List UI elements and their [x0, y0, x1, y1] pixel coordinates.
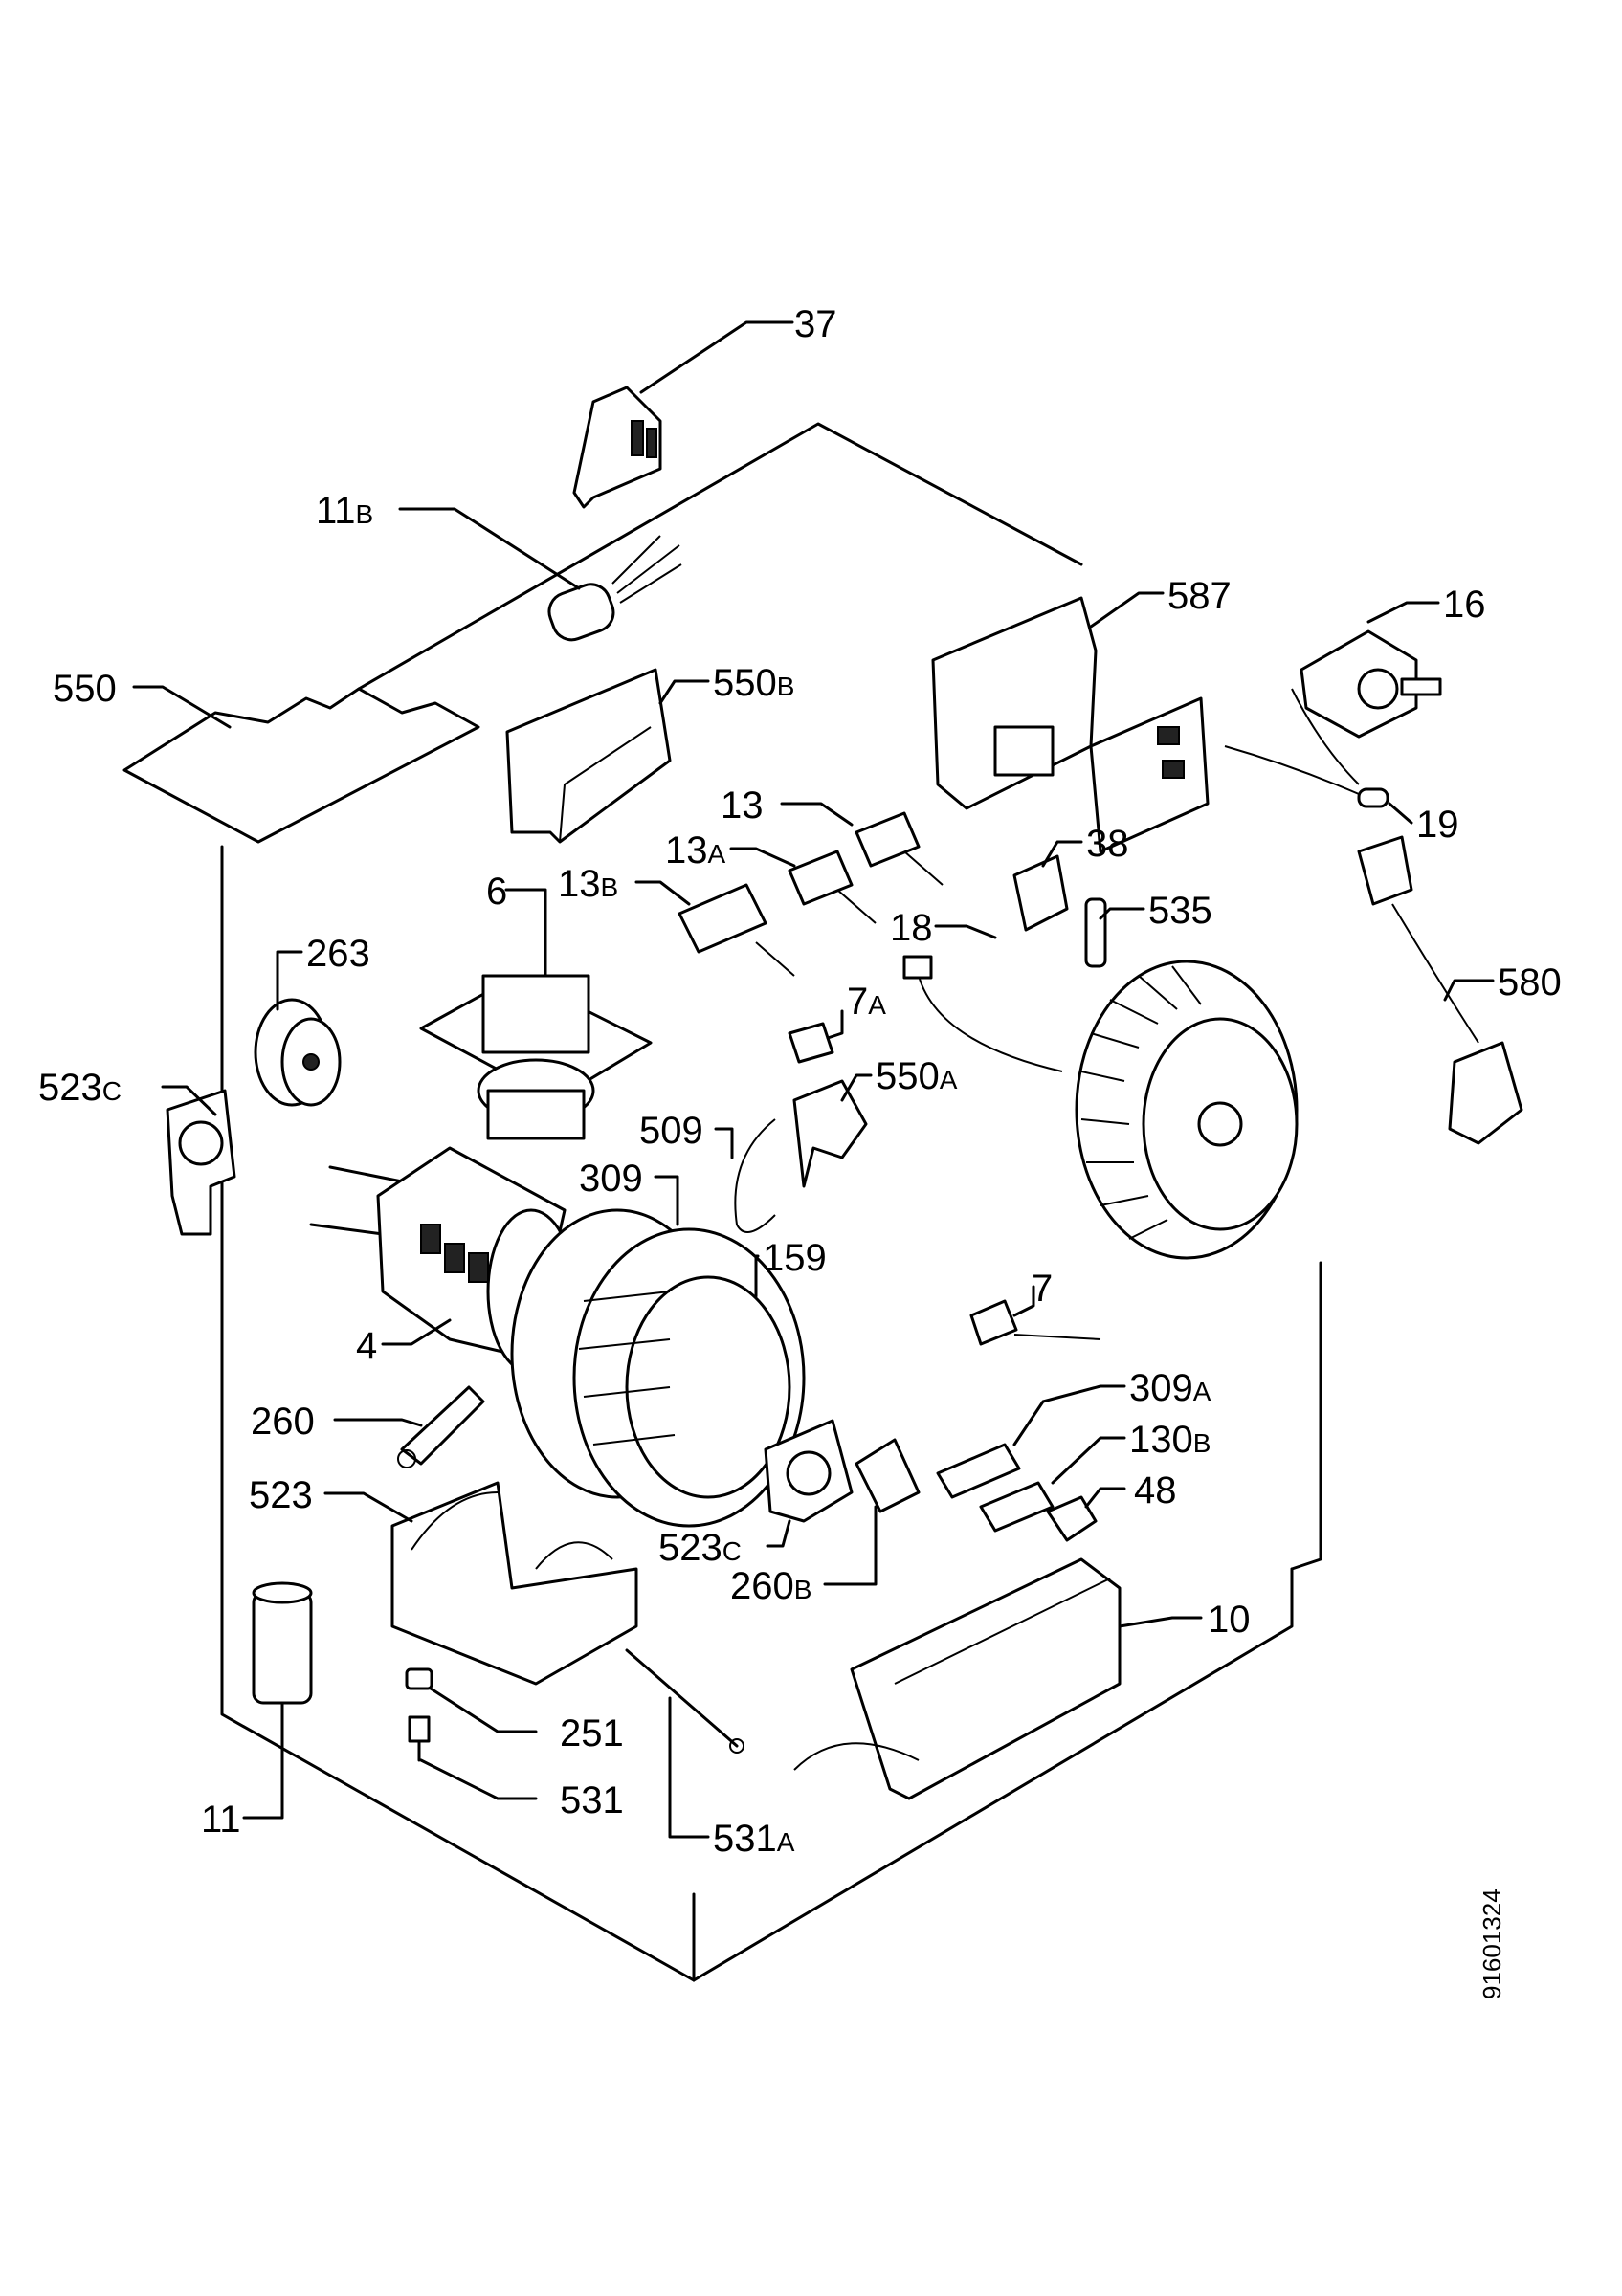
part-38-terminal-strip	[1012, 854, 1069, 932]
label-16: 16	[1443, 584, 1486, 626]
label-523c-mid: 523C	[658, 1527, 742, 1569]
label-535: 535	[1148, 890, 1212, 932]
part-523c-bearing-bracket-left	[166, 1089, 236, 1236]
label-550b: 550B	[713, 662, 794, 704]
part-260b-spring	[855, 1438, 921, 1513]
part-6-housing	[419, 974, 653, 1140]
part-13a-connector	[788, 850, 877, 924]
cabinet-outline	[220, 422, 1322, 1982]
label-18: 18	[890, 907, 933, 949]
label-509: 509	[639, 1110, 703, 1152]
part-309a-bracket	[936, 1443, 1021, 1499]
part-550-insulation-sheet	[122, 687, 480, 844]
part-11b-suppressor-capacitor	[547, 535, 682, 642]
part-523-motor-cradle	[390, 1481, 638, 1686]
label-531a: 531A	[713, 1818, 795, 1860]
callout-labels: 37 11B 587 16 550 550B 13 19 13A 38 6 13…	[38, 303, 1562, 1860]
part-18-fan-wheel	[902, 955, 1299, 1260]
drawing-reference-number: 91601324	[1478, 1888, 1506, 1999]
fan-blades	[1080, 965, 1202, 1240]
part-535-terminal-strip	[1084, 897, 1107, 968]
label-7: 7	[1032, 1268, 1053, 1310]
label-531: 531	[560, 1779, 624, 1821]
part-260-spring	[397, 1385, 485, 1468]
label-523: 523	[249, 1474, 313, 1516]
label-260b: 260B	[730, 1565, 811, 1607]
label-13a: 13A	[665, 829, 726, 872]
label-7a: 7A	[847, 981, 886, 1023]
part-587-control-module	[931, 596, 1210, 853]
part-531-screw	[408, 1715, 431, 1762]
label-37: 37	[794, 303, 837, 345]
part-11-capacitor	[252, 1581, 313, 1724]
label-580: 580	[1498, 961, 1562, 1004]
label-48: 48	[1134, 1469, 1177, 1512]
label-587: 587	[1167, 575, 1232, 617]
label-260: 260	[251, 1401, 315, 1443]
part-130b-bracket	[979, 1481, 1055, 1533]
part-48-thermostat	[1046, 1495, 1098, 1542]
label-130b: 130B	[1129, 1419, 1211, 1461]
label-4: 4	[356, 1325, 377, 1367]
label-6: 6	[486, 871, 507, 913]
label-550: 550	[53, 668, 117, 710]
part-580-sensor	[1357, 835, 1523, 1145]
part-159-drum-impeller	[572, 1227, 806, 1528]
label-13b: 13B	[558, 863, 618, 905]
part-523c-bearing-bracket-mid	[764, 1419, 854, 1523]
part-531a-rod	[625, 1648, 744, 1754]
part-16-selector-switch	[1300, 629, 1442, 739]
label-13: 13	[721, 784, 764, 827]
part-7-microswitch	[969, 1299, 1101, 1346]
label-10: 10	[1208, 1599, 1251, 1641]
part-509-wire	[734, 1118, 776, 1233]
label-38: 38	[1086, 823, 1129, 865]
part-263-pulley	[254, 998, 342, 1107]
label-159: 159	[763, 1237, 827, 1279]
label-263: 263	[306, 933, 370, 975]
part-19-sensor	[1224, 688, 1389, 808]
label-309a: 309A	[1129, 1367, 1211, 1409]
part-37-connector-block	[572, 386, 662, 509]
label-11: 11	[201, 1799, 241, 1841]
label-309: 309	[579, 1158, 643, 1200]
part-13b-connector	[678, 883, 795, 977]
label-19: 19	[1416, 804, 1459, 846]
label-251: 251	[560, 1712, 624, 1755]
leader-lines	[132, 320, 1495, 1839]
label-523c-left: 523C	[38, 1067, 122, 1109]
label-550a: 550A	[876, 1055, 958, 1097]
label-11b: 11B	[316, 490, 373, 532]
part-251-nut	[405, 1667, 433, 1690]
part-7a-switch	[788, 1022, 834, 1064]
part-550a-bracket	[792, 1079, 868, 1188]
part-13-connector	[855, 811, 944, 886]
part-10-heater	[793, 1557, 1122, 1800]
part-550b-bracket	[505, 668, 672, 844]
